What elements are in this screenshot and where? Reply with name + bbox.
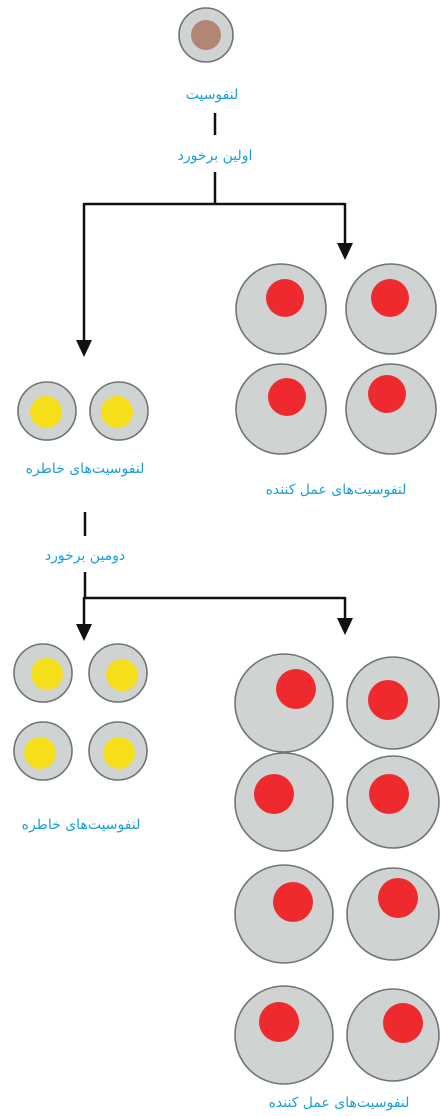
effector-cell bbox=[345, 363, 437, 455]
naive-lymphocyte-cell bbox=[178, 7, 234, 63]
memory-cell bbox=[13, 721, 73, 781]
effector-cell bbox=[345, 263, 437, 355]
memory-label-top: لنفوسیت‌های خاطره bbox=[26, 461, 145, 477]
second-branch-right-arrow bbox=[337, 618, 353, 635]
memory-nucleus bbox=[103, 737, 135, 769]
first-encounter-label: اولین برخورد bbox=[178, 148, 253, 164]
memory-cell bbox=[13, 643, 73, 703]
effector-nucleus bbox=[254, 774, 294, 814]
memory-nucleus bbox=[24, 737, 56, 769]
effector-nucleus bbox=[378, 878, 418, 918]
effector-cell bbox=[346, 988, 440, 1082]
effector-cell bbox=[346, 656, 440, 750]
naive-nucleus bbox=[191, 20, 221, 50]
lymphocyte-label: لنفوسیت bbox=[186, 87, 239, 103]
effector-nucleus bbox=[371, 279, 409, 317]
effector-nucleus bbox=[369, 774, 409, 814]
memory-cell bbox=[88, 721, 148, 781]
effector-label-bottom: لنفوسیت‌های عمل کننده bbox=[269, 1095, 410, 1111]
effector-nucleus bbox=[259, 1002, 299, 1042]
effector-cell bbox=[234, 864, 334, 964]
effector-cell bbox=[235, 263, 327, 355]
second-encounter-label: دومین برخورد bbox=[45, 548, 125, 564]
second-branch-left-arrow bbox=[76, 624, 92, 641]
effector-nucleus bbox=[273, 882, 313, 922]
memory-cell bbox=[17, 381, 77, 441]
effector-cell bbox=[346, 867, 440, 961]
effector-cell bbox=[234, 653, 334, 753]
effector-nucleus bbox=[368, 375, 406, 413]
memory-cell-group-top bbox=[17, 381, 149, 441]
effector-cell bbox=[235, 363, 327, 455]
effector-nucleus bbox=[368, 680, 408, 720]
effector-nucleus bbox=[266, 279, 304, 317]
first-branch-right-arrow bbox=[337, 243, 353, 260]
effector-cell bbox=[234, 752, 334, 852]
memory-nucleus bbox=[31, 658, 63, 690]
effector-label-top: لنفوسیت‌های عمل کننده bbox=[266, 482, 407, 498]
memory-label-bottom: لنفوسیت‌های خاطره bbox=[22, 817, 141, 833]
effector-nucleus bbox=[383, 1003, 423, 1043]
memory-nucleus bbox=[101, 396, 133, 428]
first-branch-left-arrow bbox=[76, 340, 92, 357]
effector-cell bbox=[346, 755, 440, 849]
effector-cell-group-top bbox=[235, 263, 437, 455]
memory-nucleus bbox=[30, 396, 62, 428]
memory-cell bbox=[89, 381, 149, 441]
memory-cell-group-bottom bbox=[13, 643, 148, 781]
effector-cell-group-bottom bbox=[234, 653, 440, 1085]
effector-nucleus bbox=[268, 378, 306, 416]
memory-cell bbox=[88, 643, 148, 703]
memory-nucleus bbox=[106, 659, 138, 691]
effector-nucleus bbox=[276, 669, 316, 709]
effector-cell bbox=[234, 985, 334, 1085]
